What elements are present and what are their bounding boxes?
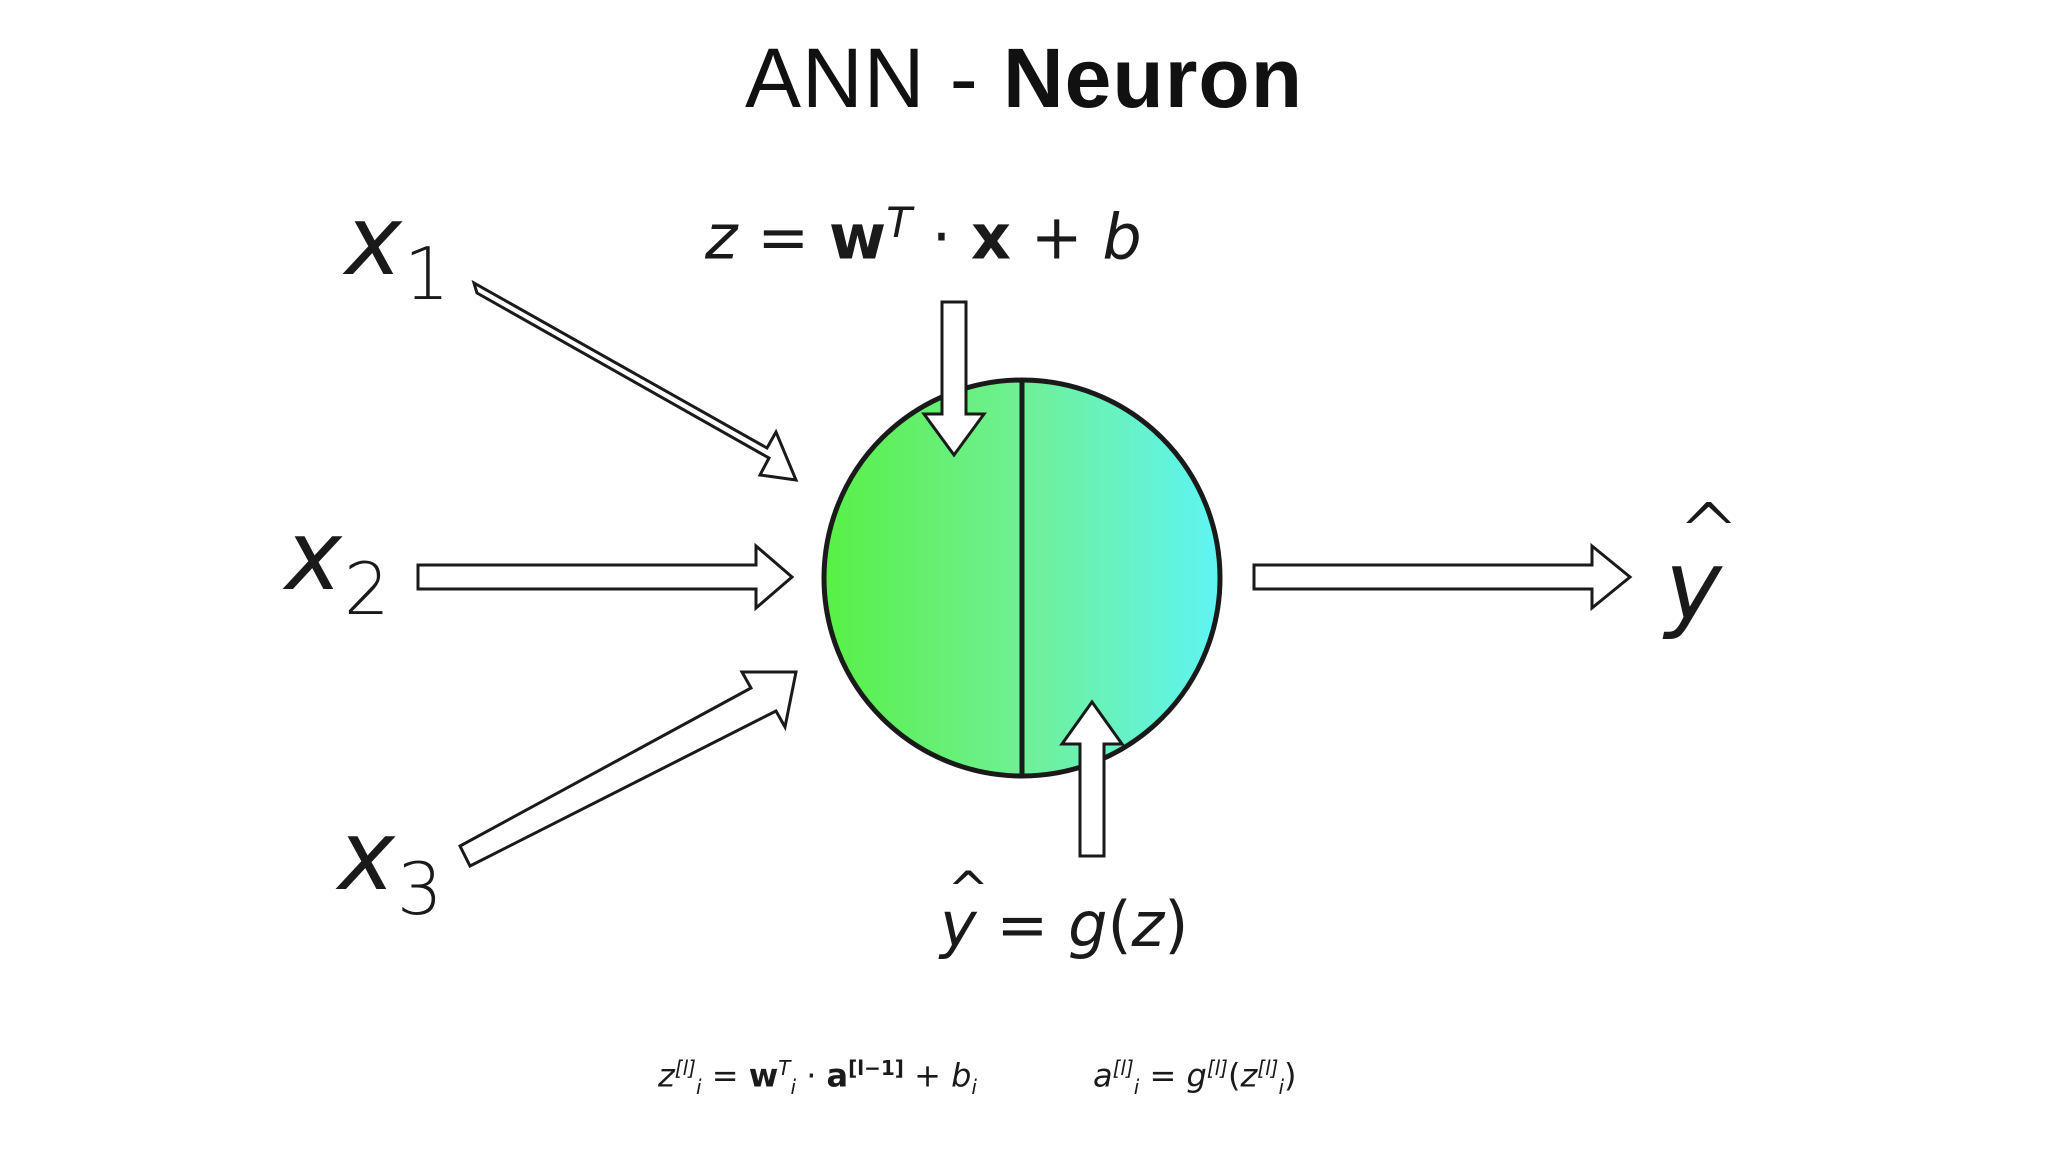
activation-arrow xyxy=(1059,699,1125,858)
input-arrow-3 xyxy=(458,670,798,869)
output-label: y xyxy=(1665,488,1741,642)
title-emphasis: Neuron xyxy=(1003,31,1303,125)
input-arrow-2 xyxy=(416,542,795,612)
input-label-2: x2 xyxy=(285,500,390,632)
slide-title: ANN - Neuron xyxy=(0,30,2048,127)
footer-linear-formula: z[l]i = wTi · a[l−1] + bi xyxy=(658,1056,977,1100)
input-label-1: x1 xyxy=(345,185,450,317)
title-prefix: ANN - xyxy=(745,31,1003,125)
linear-arrow xyxy=(921,300,987,458)
input-label-3: x3 xyxy=(338,800,443,932)
output-arrow xyxy=(1252,542,1633,612)
linear-formula: z = wT · x + b xyxy=(705,198,1142,274)
footer-activation-formula: a[l]i = g[l](z[l]i) xyxy=(1093,1056,1297,1100)
input-arrow-1 xyxy=(471,279,799,482)
activation-formula: y = g(z) xyxy=(940,861,1188,961)
